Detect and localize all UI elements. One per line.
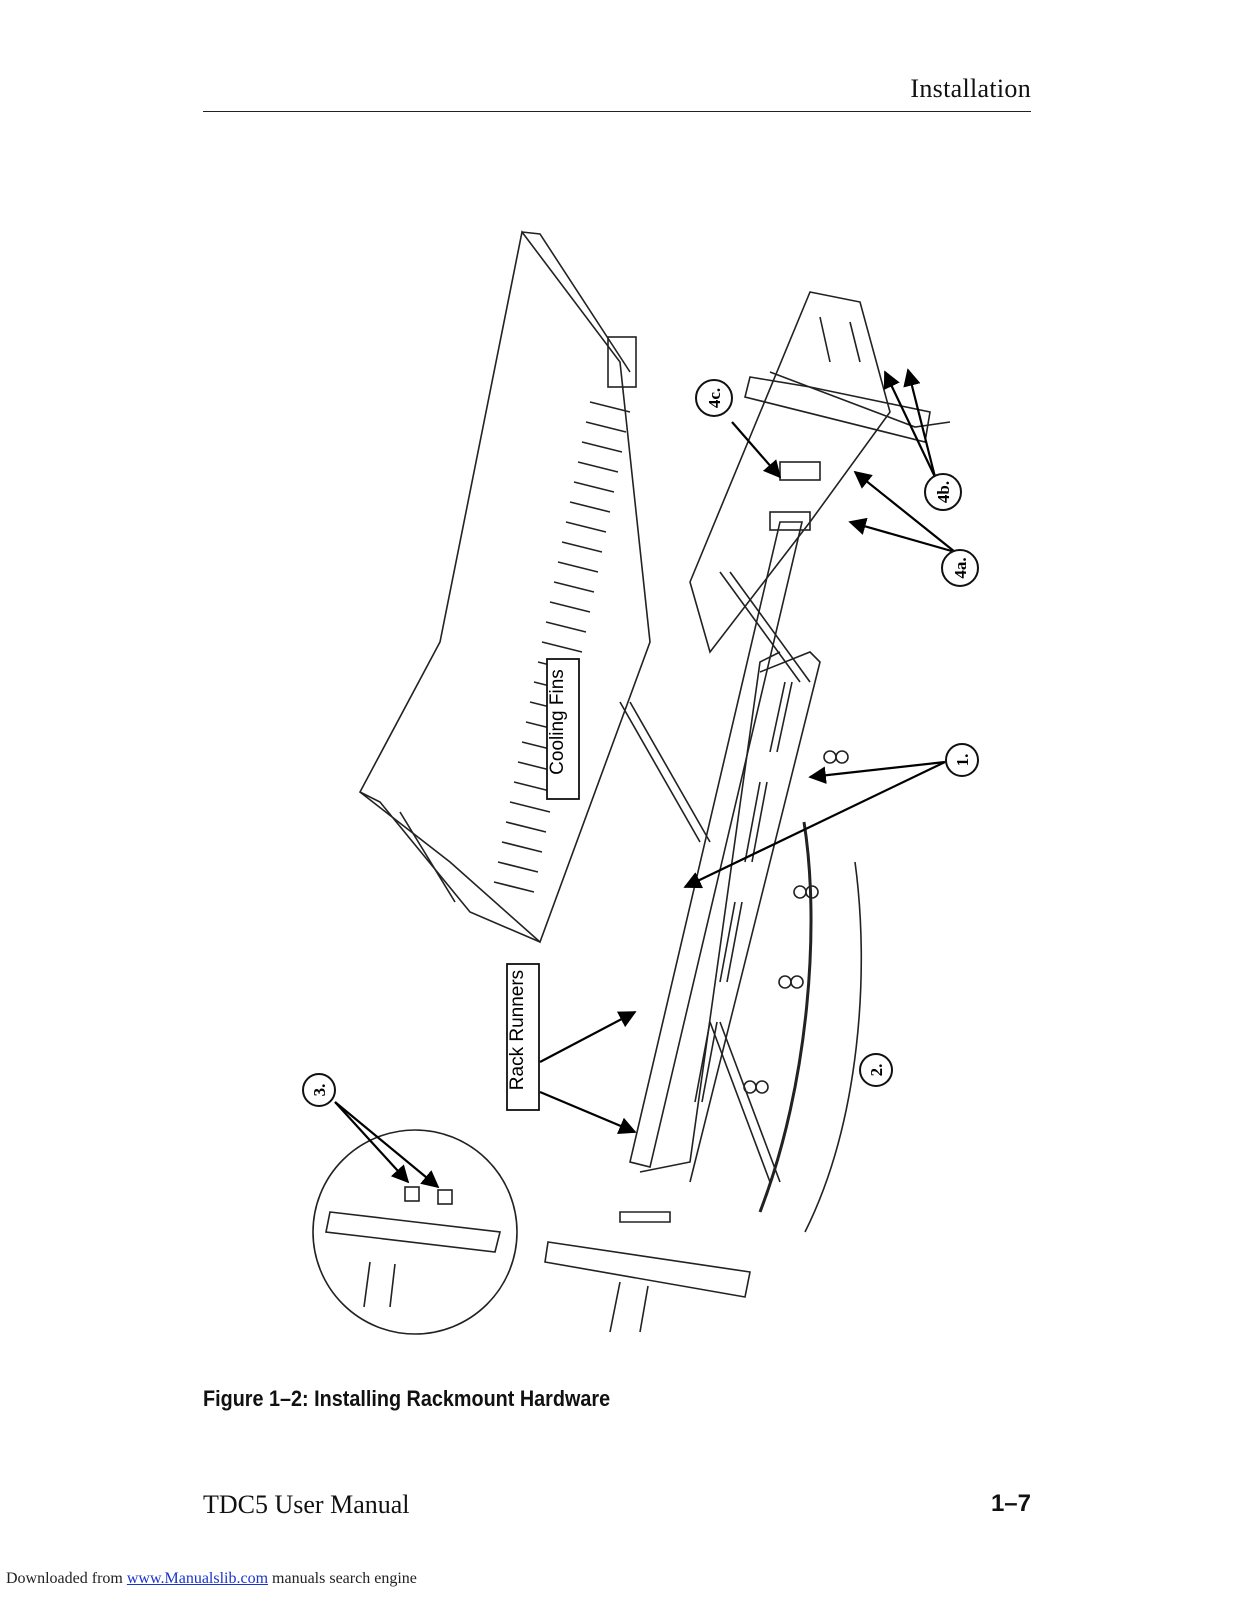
arrow-3b xyxy=(334,1101,440,1189)
download-prefix: Downloaded from xyxy=(6,1570,127,1587)
footer-manual-title: TDC5 User Manual xyxy=(203,1490,410,1519)
rack-runners-label-box: Rack Runners xyxy=(506,963,540,1111)
arrow-1b xyxy=(683,761,946,889)
arrow-4b xyxy=(883,370,936,478)
callout-1-label: 1. xyxy=(953,754,972,767)
callout-4c-label: 4c. xyxy=(705,388,724,408)
arrow-4a xyxy=(848,517,956,554)
figure-caption: Figure 1–2: Installing Rackmount Hardwar… xyxy=(203,1386,611,1411)
detail-circle xyxy=(312,1129,518,1335)
callout-2: 2. xyxy=(859,1053,893,1087)
arrow-1a xyxy=(808,760,946,784)
hardware-set xyxy=(619,571,849,1183)
callout-4a-label: 4a. xyxy=(951,557,970,578)
arrow-4a-2 xyxy=(853,470,956,553)
download-suffix: manuals search engine xyxy=(268,1570,417,1587)
header-rule xyxy=(203,111,1031,112)
download-line: Downloaded from www.Manualslib.com manua… xyxy=(6,1570,417,1588)
end-bracket xyxy=(744,376,931,443)
arrow-4c xyxy=(731,421,782,479)
callout-3-label: 3. xyxy=(310,1084,329,1097)
rackmount-figure: 1. 2. 3. 4a. 4b. 4c. xyxy=(290,222,1010,1352)
callout-2-label: 2. xyxy=(867,1064,886,1077)
rackmount-drawing: 1. 2. 3. 4a. 4b. 4c. xyxy=(302,230,979,1335)
callout-4b-label: 4b. xyxy=(934,481,953,503)
cooling-fins-label: Cooling Fins xyxy=(547,669,568,775)
arrow-4b-2 xyxy=(903,368,937,478)
manualslib-link[interactable]: www.Manualslib.com xyxy=(126,1570,269,1587)
callout-3: 3. xyxy=(302,1073,336,1107)
callout-4c: 4c. xyxy=(695,379,733,417)
callout-1: 1. xyxy=(945,743,979,777)
callout-4b: 4b. xyxy=(924,473,962,511)
page-header-title: Installation xyxy=(910,74,1031,103)
arrow-rack-2 xyxy=(539,1090,637,1134)
rack-runners-label: Rack Runners xyxy=(507,970,528,1090)
footer-page-number: 1–7 xyxy=(990,1490,1031,1517)
cooling-fins-label-box: Cooling Fins xyxy=(546,658,580,800)
arrow-3a xyxy=(334,1101,410,1184)
chassis-outline xyxy=(358,230,651,944)
cooling-fins xyxy=(493,401,631,893)
rack-rail xyxy=(629,521,804,1168)
callout-4a: 4a. xyxy=(941,549,979,587)
arrow-rack-1 xyxy=(539,1011,637,1063)
